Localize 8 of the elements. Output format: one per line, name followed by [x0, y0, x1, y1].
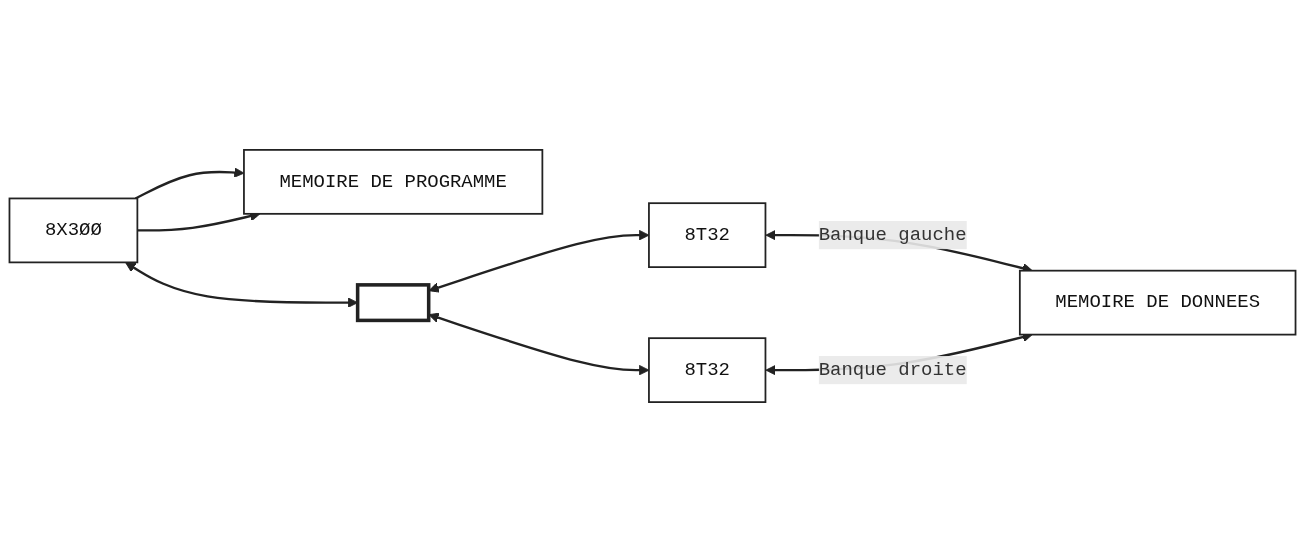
- node-box: 8T32: [648, 202, 767, 268]
- node-bar: [355, 283, 431, 323]
- edge-label: Banque gauche: [818, 224, 967, 246]
- node-box: 8T32: [648, 337, 767, 403]
- node-box: 8X3ØØ: [8, 197, 139, 264]
- edge-label: Banque droite: [818, 359, 967, 381]
- node-box: MEMOIRE DE PROGRAMME: [243, 149, 544, 215]
- node-box: MEMOIRE DE DONNEES: [1018, 269, 1297, 336]
